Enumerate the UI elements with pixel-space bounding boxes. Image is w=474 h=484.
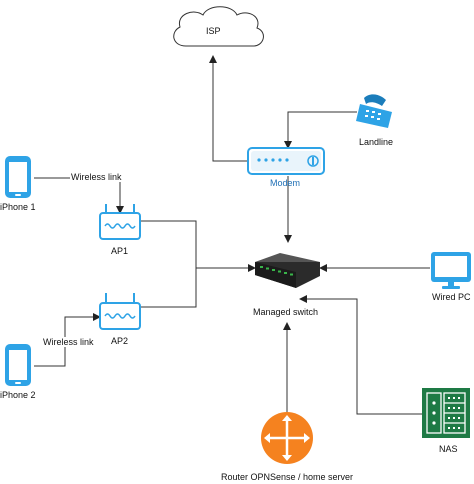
cloud-icon: [173, 6, 264, 47]
smartphone-icon: [5, 156, 31, 198]
modem-icon: [247, 147, 325, 175]
wireless-access-point-icon: [99, 293, 141, 330]
edge-nas-to-switch: [299, 295, 422, 415]
wireless-access-point-icon: [99, 204, 141, 240]
nas-server-icon: [422, 388, 470, 438]
wired-pc-label: Wired PC: [432, 292, 471, 302]
switch-label: Managed switch: [253, 307, 319, 317]
nas-label: NAS: [439, 444, 458, 454]
smartphone-icon: [5, 344, 31, 386]
edge-ap2-to-switch: [140, 268, 197, 308]
wireless-link-1-label: Wireless link: [70, 172, 123, 182]
router-label: Router OPNSense / home server: [221, 472, 354, 482]
wireless-link-2-label: Wireless link: [42, 337, 95, 347]
edge-landline-to-modem: [284, 111, 357, 149]
monitor-icon: [431, 252, 471, 289]
network-switch-icon: [255, 253, 320, 288]
landline-label: Landline: [359, 137, 394, 147]
edge-iphone1-to-ap1: [34, 177, 124, 214]
isp-label: ISP: [206, 26, 221, 36]
edge-modem-to-isp: [209, 55, 248, 162]
router-icon: [261, 412, 313, 464]
ap2-label: AP2: [111, 336, 129, 346]
modem-label: Modem: [270, 178, 301, 188]
edge-ap1-to-switch: [140, 220, 256, 272]
iphone2-label: iPhone 2: [0, 390, 36, 400]
ap1-label: AP1: [111, 246, 129, 256]
telephone-icon: [356, 94, 392, 128]
iphone1-label: iPhone 1: [0, 202, 36, 212]
